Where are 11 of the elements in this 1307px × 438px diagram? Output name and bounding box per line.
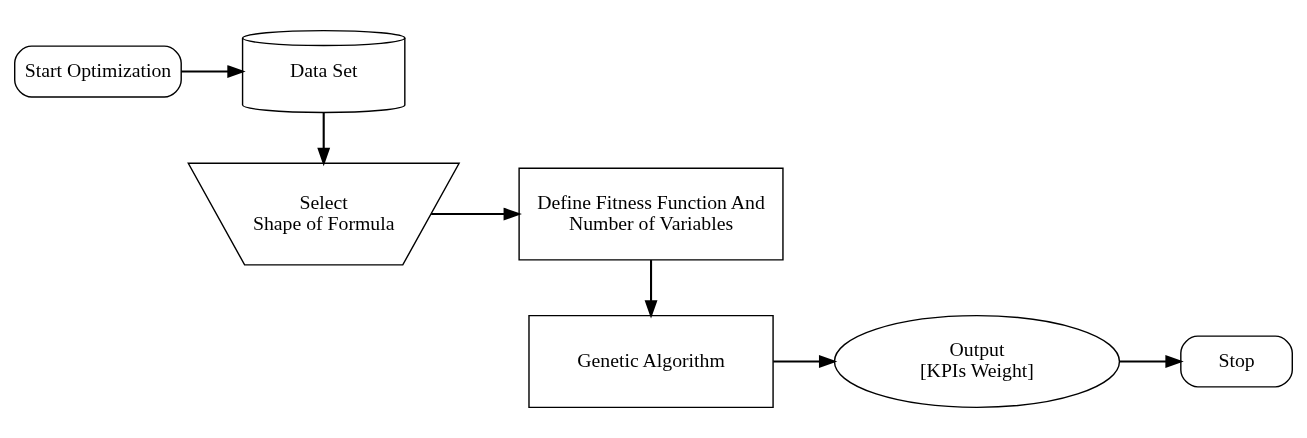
arrow (317, 112, 331, 167)
node-box: Define Fitness Function And Number of Variables (518, 167, 784, 261)
arrow (1119, 355, 1184, 368)
arrow (773, 355, 838, 368)
arrow (431, 207, 522, 221)
arrow (644, 260, 658, 319)
node-ellipse: Output [KPIs Weight] (833, 314, 1121, 409)
arrow (181, 65, 246, 78)
node-box: Stop (1180, 335, 1293, 388)
node-box: Start Optimization (14, 45, 182, 98)
node-box: Genetic Algorithm (528, 314, 774, 409)
